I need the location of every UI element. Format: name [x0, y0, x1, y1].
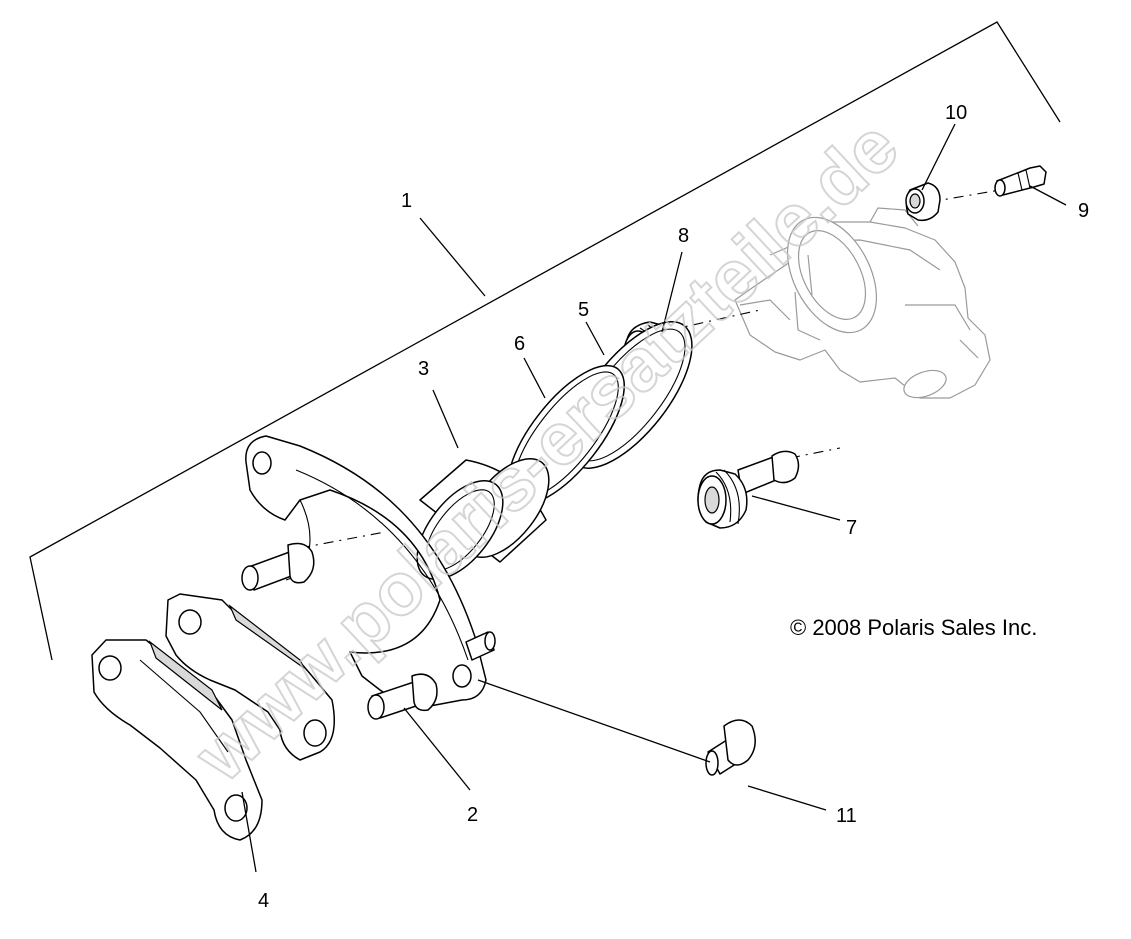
part-label-3: 3	[418, 358, 429, 380]
part-label-8: 8	[678, 225, 689, 247]
part-label-9: 9	[1078, 200, 1089, 222]
centerline-pin-upper	[669, 309, 761, 331]
leader-4	[241, 791, 257, 873]
leader-6	[523, 357, 546, 399]
part-label-2: 2	[467, 804, 478, 826]
centerline-bracket-pin	[299, 531, 386, 549]
caliper-body	[734, 207, 991, 399]
caliper-piston	[416, 457, 550, 581]
leader-5	[585, 321, 605, 356]
leader-2	[403, 707, 471, 791]
brake-pad-outer	[91, 639, 263, 841]
assembly-bracket-line	[29, 21, 1061, 661]
copyright-notice: © 2008 Polaris Sales Inc.	[790, 615, 1037, 640]
bleeder-cap	[905, 182, 941, 222]
leader-7	[751, 495, 841, 521]
leader-9	[1029, 185, 1067, 206]
bleeder-screw	[994, 165, 1047, 197]
part-label-5: 5	[578, 299, 589, 321]
part-label-1: 1	[401, 190, 412, 212]
leader-10	[921, 123, 956, 191]
leader-11-bracket	[477, 679, 711, 763]
leader-11	[747, 785, 827, 811]
bracket-bolt	[705, 719, 756, 776]
leader-8	[661, 251, 683, 333]
part-label-10: 10	[945, 102, 967, 124]
leader-1	[419, 217, 486, 297]
part-label-4: 4	[258, 890, 269, 912]
caliper-bracket	[241, 435, 496, 720]
part-label-7: 7	[846, 517, 857, 539]
part-label-11: 11	[836, 805, 857, 827]
part-label-6: 6	[514, 333, 525, 355]
centerline-pin-lower	[789, 447, 841, 459]
leader-3	[432, 389, 459, 449]
slide-pin-with-boot	[697, 450, 800, 529]
brake-pad-inner	[165, 593, 335, 761]
